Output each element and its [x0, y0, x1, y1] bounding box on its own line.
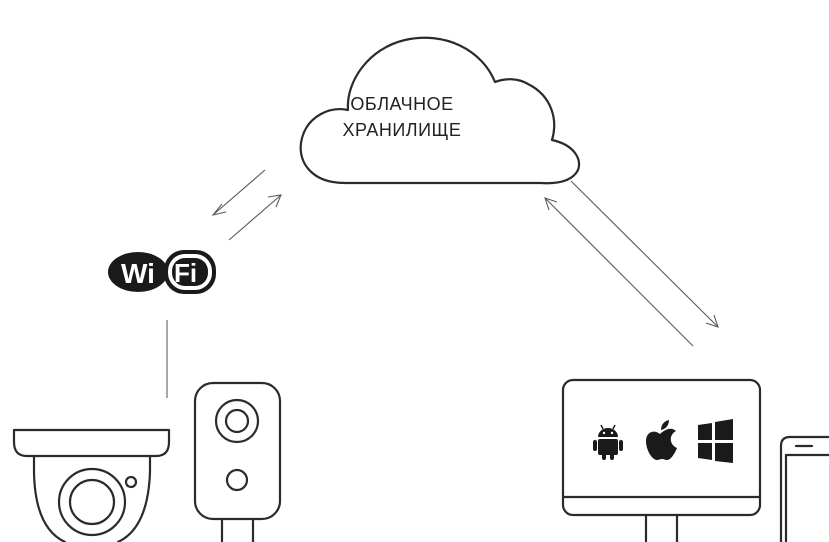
wifi-text-wi: Wi [121, 258, 155, 289]
cloud-icon [299, 36, 581, 185]
wifi-cloud-arrows [211, 169, 282, 241]
monitor-icon [561, 378, 762, 542]
tablet-icon [779, 435, 829, 542]
cube-camera-icon [193, 381, 282, 542]
wifi-text-fi: Fi [174, 258, 197, 288]
windows-icon [698, 419, 733, 463]
wifi-logo: Wi Fi [108, 250, 216, 294]
cloud-monitor-arrows [544, 180, 719, 347]
cloud-label-line2: ХРАНИЛИЩЕ [342, 120, 462, 140]
android-icon [593, 424, 623, 460]
dome-camera-icon [12, 428, 171, 542]
apple-icon [646, 420, 677, 460]
cloud-label-line1: ОБЛАЧНОЕ [350, 94, 454, 114]
